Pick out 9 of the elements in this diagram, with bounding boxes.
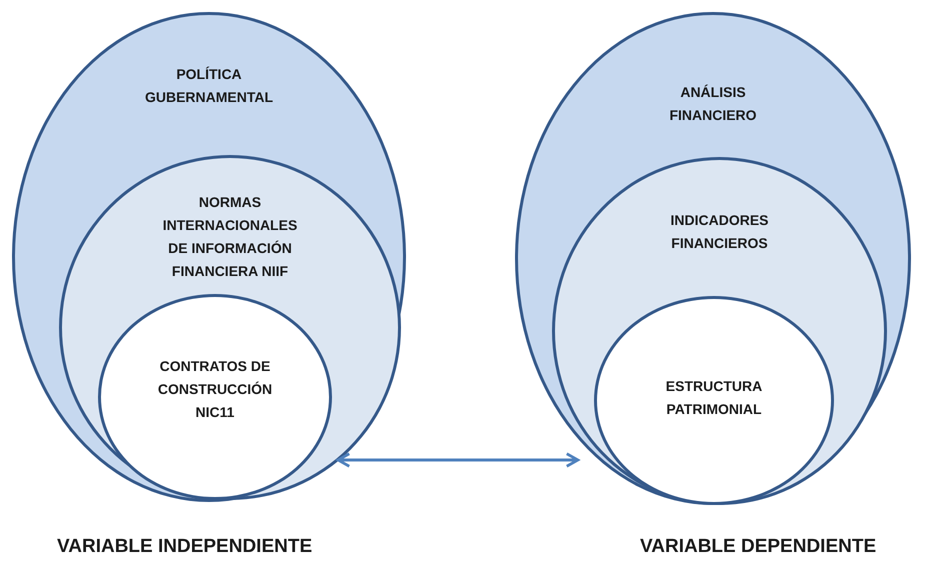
variable-caption: VARIABLE INDEPENDIENTE (57, 536, 312, 558)
node-label: ANÁLISIS FINANCIERO (668, 83, 758, 125)
variable-caption: VARIABLE DEPENDIENTE (640, 536, 876, 558)
double-arrow (336, 452, 580, 468)
node-label: ESTRUCTURA PATRIMONIAL (664, 377, 764, 419)
node-label: INDICADORES FINANCIEROS (669, 211, 770, 253)
node-label: POLÍTICA GUBERNAMENTAL (144, 65, 274, 107)
node-label: CONTRATOS DE CONSTRUCCIÓN NIC11 (156, 357, 274, 422)
node-label: NORMAS INTERNACIONALES DE INFORMACIÓN FINANCIERA NIIF (162, 193, 298, 281)
